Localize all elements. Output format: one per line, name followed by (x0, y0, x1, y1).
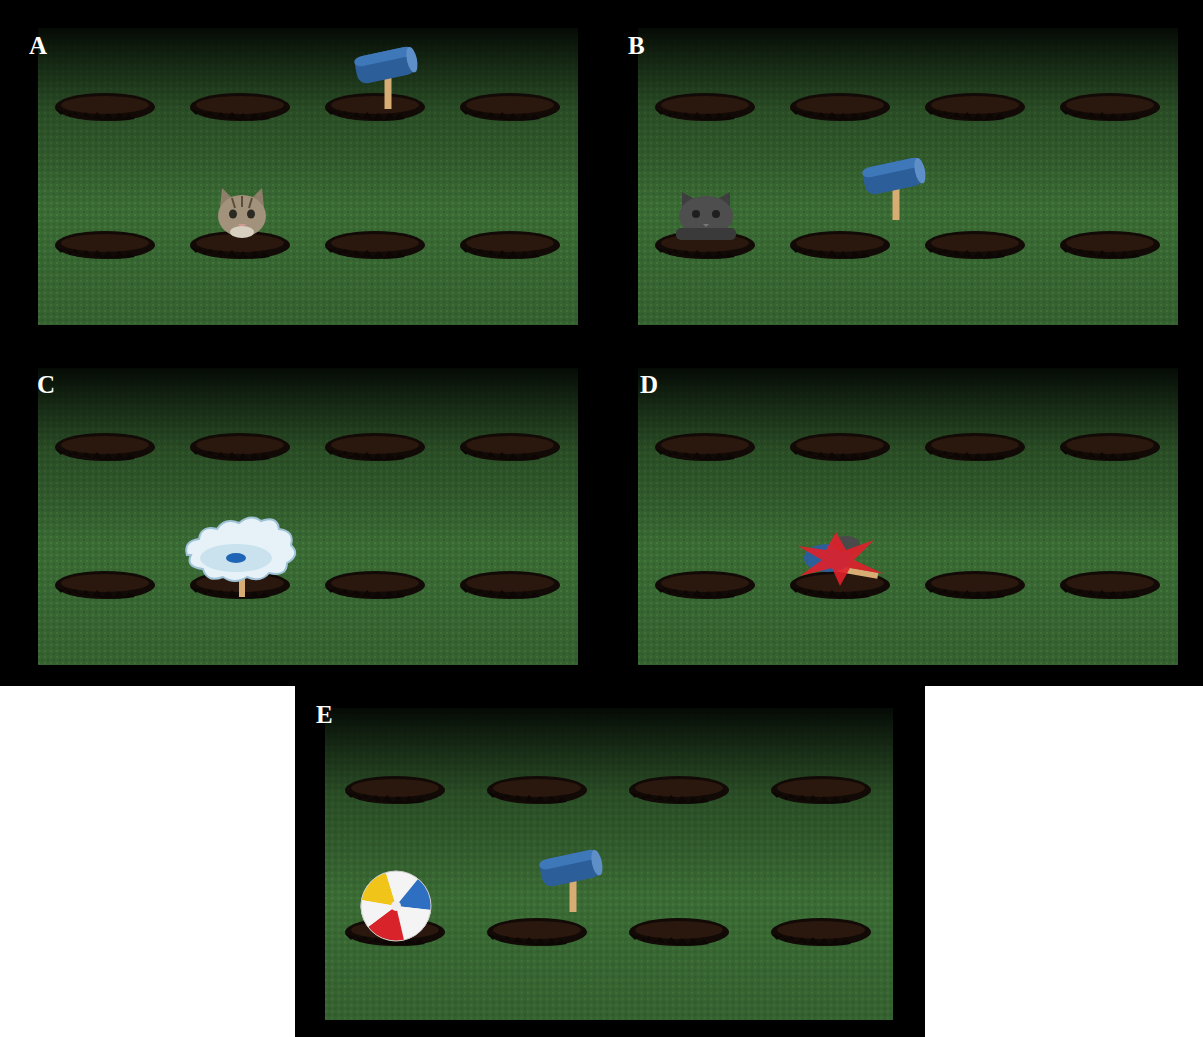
panel-letter: E (316, 702, 333, 727)
panel-letter: A (29, 33, 47, 58)
panel-letter: D (640, 372, 658, 397)
panel-letter: B (628, 33, 645, 58)
panel-letter: C (37, 372, 55, 397)
